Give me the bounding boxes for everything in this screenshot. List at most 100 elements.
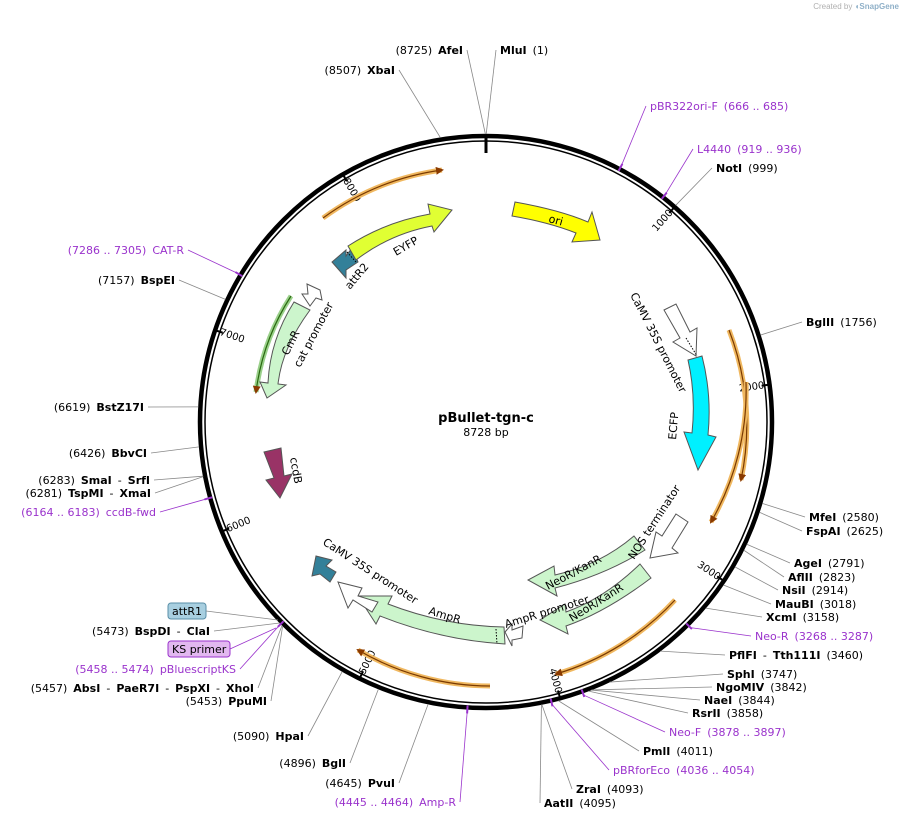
svg-text:NaeI(3844): NaeI(3844) [704,694,775,707]
label-part: Tth111I [773,649,821,662]
site-label-aatii: AatII(4095) [544,797,616,810]
primer-label-neof: Neo-F(3878 .. 3897) [669,726,786,739]
site-label-noti: NotI(999) [716,162,778,175]
site-label-maubi: MauBI(3018) [775,598,856,611]
label-part: pBluescriptKS [160,663,236,676]
tick-5000 [357,670,365,681]
tick-label: 7000 [218,327,246,346]
site-label-xbai: (8507)XbaI [325,64,395,77]
primer-mark [580,689,586,698]
label-part: SphI [727,668,755,681]
svg-text:(7286 .. 7305)CAT-R: (7286 .. 7305)CAT-R [68,244,185,257]
svg-text:PflFI-Tth111I(3460): PflFI-Tth111I(3460) [729,649,863,662]
label-part: (4093) [607,783,644,796]
label-part: AgeI [794,557,822,570]
label-part: (8507) [325,64,362,77]
svg-text:PmlI(4011): PmlI(4011) [643,745,713,758]
label-part: (4036 .. 4054) [676,764,755,777]
label-ecfp: ECFP [666,411,681,440]
leader-line [159,498,207,513]
feature-attr2 [331,247,359,280]
label-part: (4445 .. 4464) [335,796,414,809]
label-eyfp: EYFP [391,234,421,259]
label-part: - [110,487,114,500]
label-part: (666 .. 685) [724,100,789,113]
feature-nos [649,513,689,559]
tick-2000 [761,383,772,387]
leader-line [398,69,441,138]
label-part: TspMI [68,487,104,500]
snapgene-logo-icon: ◖ [854,2,860,11]
label-part: RsrII [692,707,721,720]
svg-text:L4440(919 .. 936): L4440(919 .. 936) [697,143,802,156]
site-label-ngomiv: NgoMIV(3842) [716,681,807,694]
svg-text:pBRforEco(4036 .. 4054): pBRforEco(4036 .. 4054) [613,764,755,777]
svg-text:(5473)BspDI-ClaI: (5473)BspDI-ClaI [92,625,210,638]
svg-text:(5090)HpaI: (5090)HpaI [233,730,304,743]
leader-line [187,249,238,274]
leader-line [558,700,640,752]
leader-line [150,446,200,454]
tick-4000 [557,690,562,701]
label-part: (6283) [38,474,75,487]
label-part: (1) [533,44,549,57]
label-part: - [118,474,122,487]
label-part: (4645) [325,777,362,790]
site-label-nsii: NsiI(2914) [782,584,848,597]
primer-label-neor: Neo-R(3268 .. 3287) [755,630,873,643]
leader-line [675,167,713,206]
svg-text:RsrII(3858): RsrII(3858) [692,707,763,720]
tick-7000 [212,328,224,334]
feature-ccdb [263,447,293,499]
feature-ecfp [683,355,717,472]
leader-line [153,475,204,481]
label-part: AbsI [73,682,100,695]
label-part: (999) [748,162,778,175]
leader-line [723,584,772,605]
snapgene-credit: Created by ◖SnapGene [813,2,899,11]
primer-mark [234,271,243,278]
tick-8000 [341,172,348,182]
site-label-sphi: SphI(3747) [727,668,797,681]
site-label-mlui: MluI (1) [500,44,548,57]
label-part: FspAI [806,525,841,538]
label-part: PmlI [643,745,670,758]
leader-line [349,688,379,764]
orf-arcs [252,166,750,689]
site-label-aflii: AflII(2823) [788,571,855,584]
site-label-rsrii: RsrII(3858) [692,707,763,720]
label-part: CAT-R [152,244,184,257]
label-part: NsiI [782,584,806,597]
leader-line [705,607,763,618]
svg-text:Neo-R(3268 .. 3287): Neo-R(3268 .. 3287) [755,630,873,643]
svg-text:pBR322ori-F(666 .. 685): pBR322ori-F(666 .. 685) [650,100,788,113]
primer-label-catr: (7286 .. 7305)CAT-R [68,244,185,257]
label-part: MluI [500,44,527,57]
svg-text:(4896)BglI: (4896)BglI [279,757,346,770]
feature-catprom [301,283,323,307]
label-ccdb: ccdB [287,456,304,484]
plasmid-name: pBullet-tgn-c [438,411,534,426]
primer-mark [277,620,285,628]
label-part: Amp-R [419,796,456,809]
svg-text:(6619)BstZ17I: (6619)BstZ17I [54,401,144,414]
leader-line [760,321,803,336]
svg-text:AgeI(2791): AgeI(2791) [794,557,865,570]
label-part: BglII [806,316,834,329]
label-part: L4440 [697,143,731,156]
tick-label: 3000 [695,560,722,583]
feature-neokan2 [538,563,652,635]
leader-line [154,476,204,494]
site-label-bspdi: (5473)BspDI-ClaI [92,625,210,638]
leader-line [213,622,280,632]
svg-text:(5457)AbsI-PaeR7I-PspXI-XhoI: (5457)AbsI-PaeR7I-PspXI-XhoI [31,682,254,695]
leader-line [398,703,429,784]
site-label-hpai: (5090)HpaI [233,730,304,743]
svg-text:(6426)BbvCI: (6426)BbvCI [69,447,147,460]
primer-label-ccdbfwd: (6164 .. 6183)ccdB-fwd [21,506,156,519]
label-part: - [106,682,110,695]
label-part: (5473) [92,625,129,638]
label-part: (8725) [396,44,433,57]
svg-text:XcmI(3158): XcmI(3158) [766,611,839,624]
